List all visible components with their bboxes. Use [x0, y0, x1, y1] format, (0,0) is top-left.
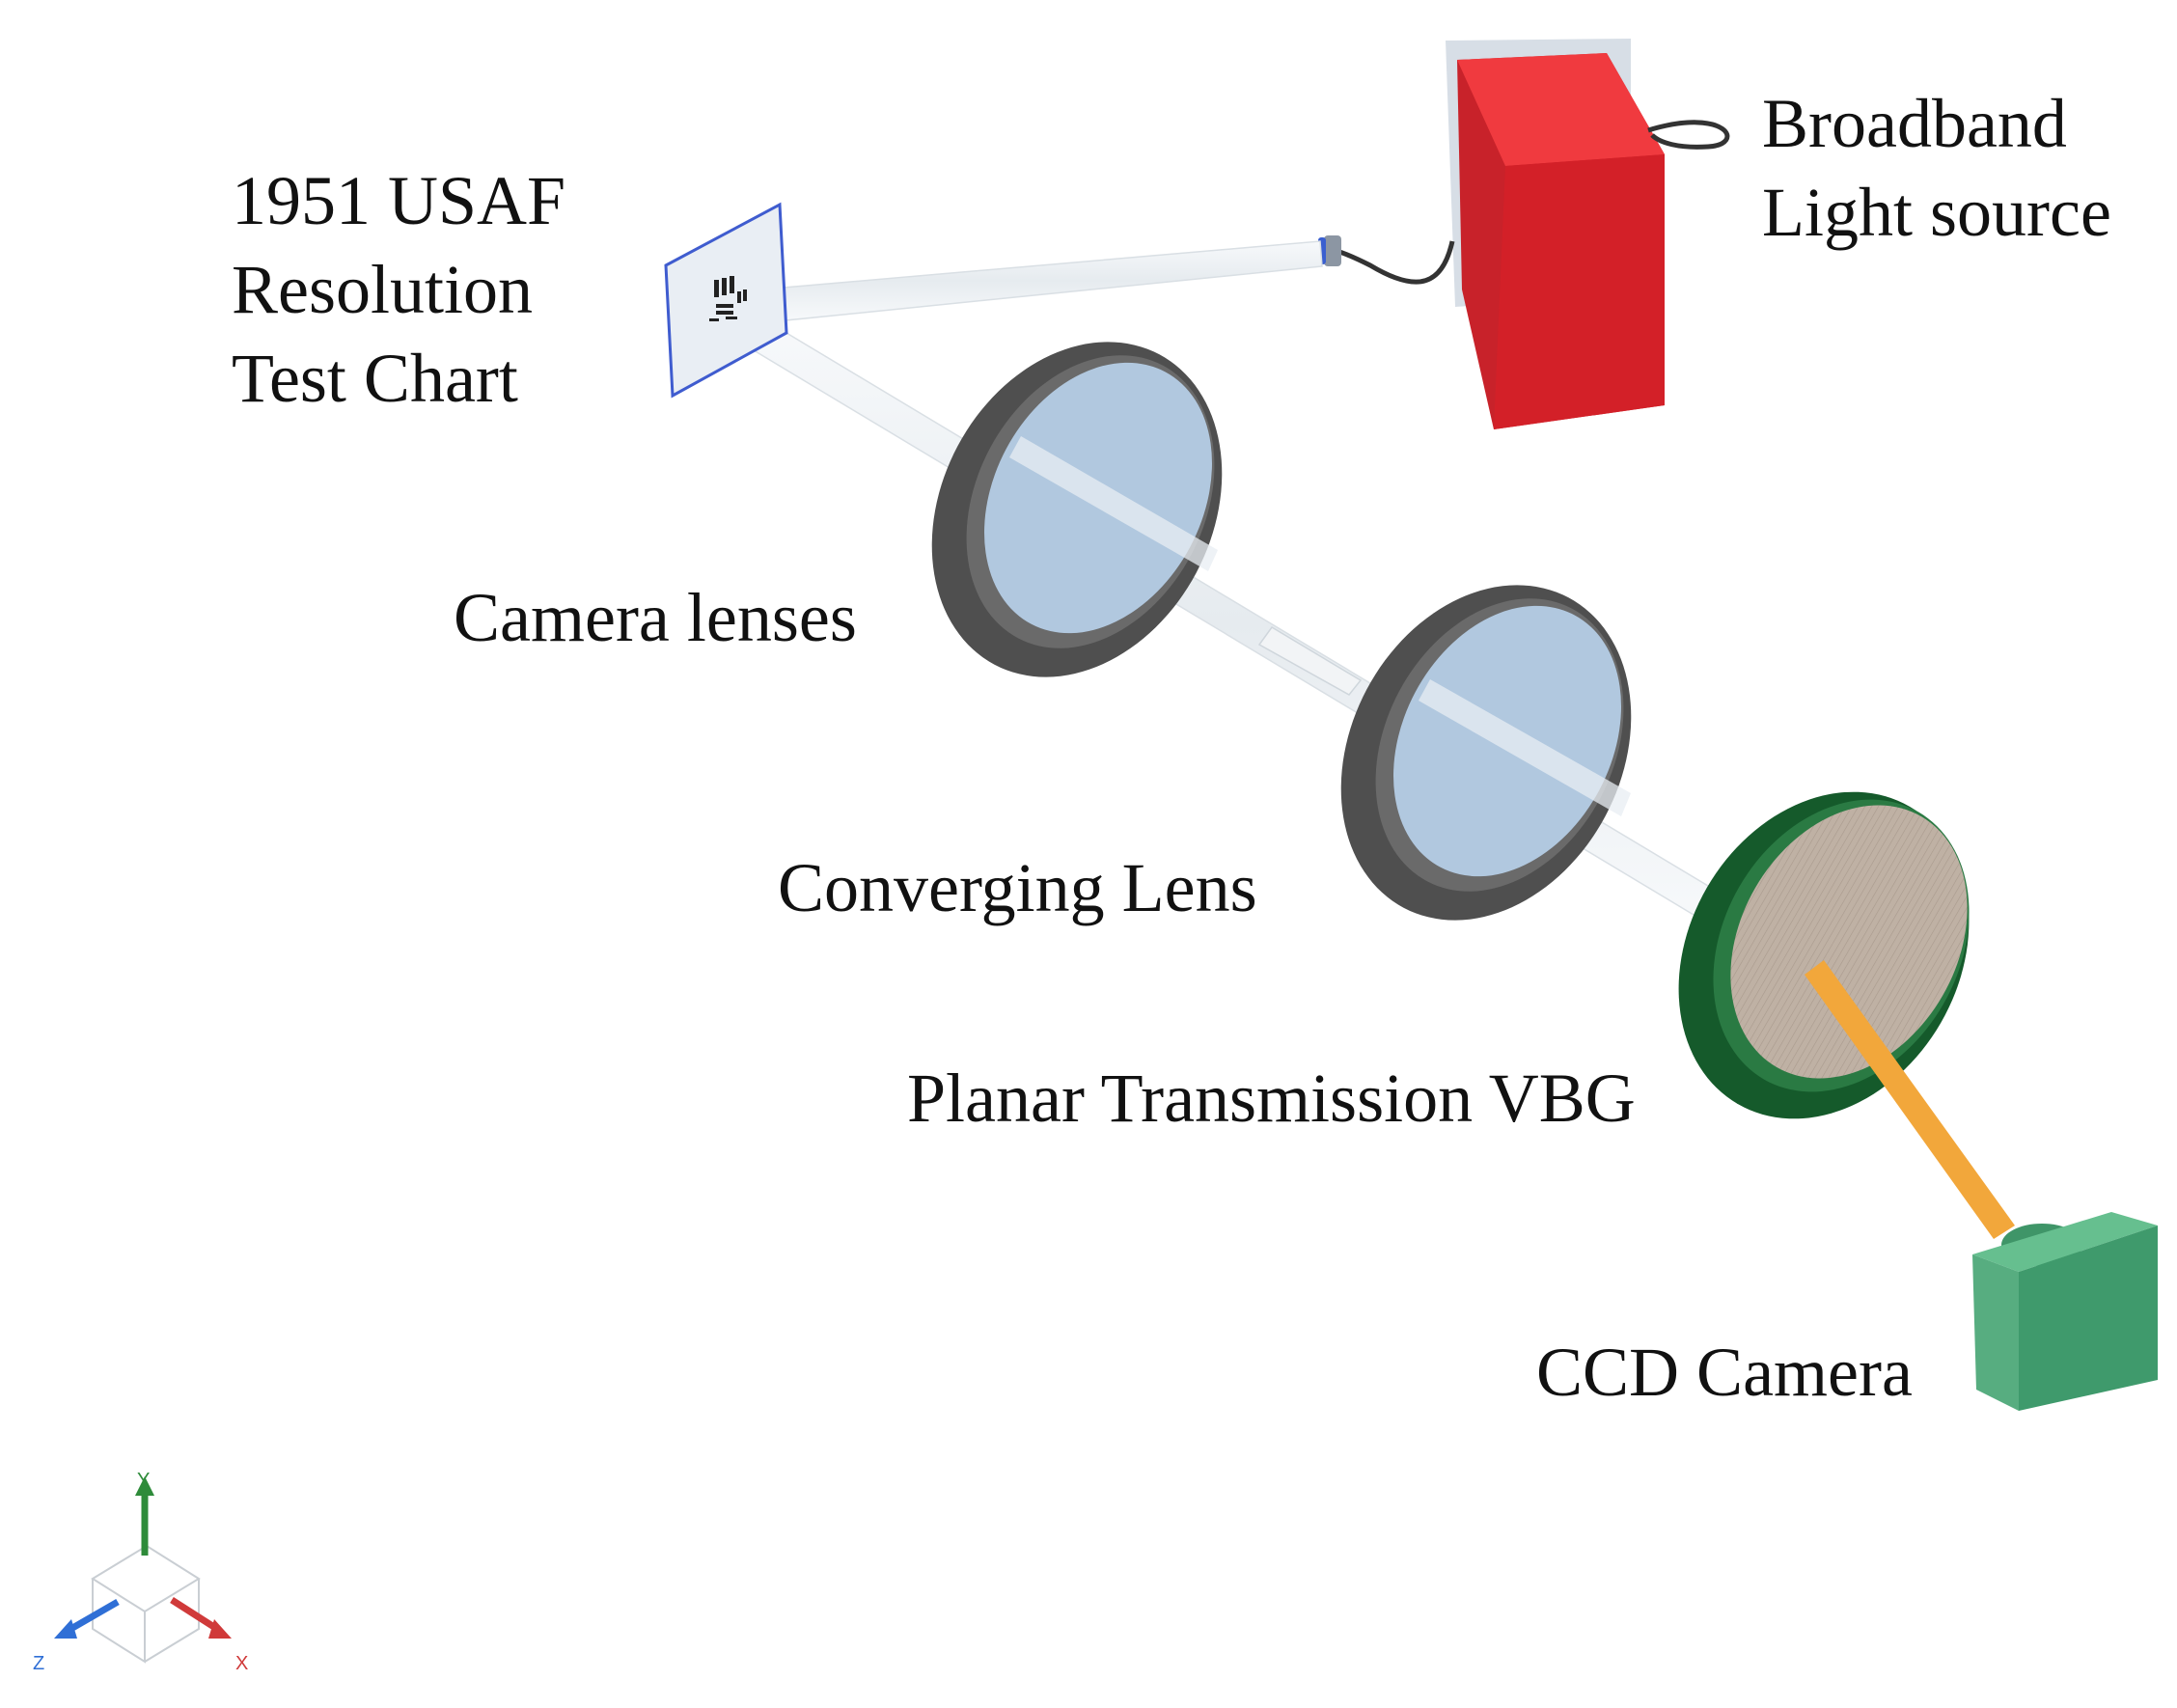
- converging-lens-label: Converging Lens: [778, 849, 1257, 926]
- camera-lenses-label: Camera lenses: [454, 579, 857, 656]
- vbg-label: Planar Transmission VBG: [907, 1060, 1636, 1137]
- ccd-camera: [1972, 1212, 2158, 1411]
- coordinate-triad-icon: [54, 1476, 232, 1664]
- z-axis-arrowhead: [54, 1619, 77, 1639]
- triad-x-label: X: [235, 1653, 249, 1674]
- test-chart-label-line-1: 1951 USAF: [232, 162, 566, 239]
- triad-y-label: Y: [137, 1470, 151, 1491]
- triad-cube-top: [91, 1544, 201, 1613]
- light-source-label-line-1: Broadband: [1762, 85, 2067, 162]
- usaf-resolution-test-chart: [664, 202, 788, 399]
- source-beam: [783, 240, 1323, 321]
- converging-lens: [1340, 585, 1632, 921]
- broadband-light-source: [1318, 39, 1730, 429]
- test-chart-label-line-3: Test Chart: [232, 340, 518, 417]
- z-axis-arrow-shaft: [66, 1598, 120, 1635]
- beam-focus: [1257, 626, 1363, 696]
- triad-cube-left: [92, 1579, 146, 1664]
- triad-z-label: Z: [33, 1653, 45, 1674]
- light-source-cable: [1647, 120, 1730, 150]
- lens-beam-overlay: [1009, 436, 1218, 571]
- vbg-face: [1730, 805, 1968, 1079]
- chart-pattern: [709, 276, 747, 321]
- y-axis-arrowhead: [135, 1476, 154, 1496]
- x-axis-arrowhead: [208, 1619, 232, 1639]
- light-source-box-front: [1494, 154, 1665, 429]
- camera-front: [2019, 1226, 2158, 1411]
- test-chart-label-line-2: Resolution: [232, 251, 534, 328]
- fiber-connector: [1324, 235, 1341, 266]
- usaf-resolution-target-icon: [664, 202, 788, 399]
- ccd-camera-label: CCD Camera: [1536, 1334, 1913, 1411]
- ccd-camera-icon: [1972, 1254, 2019, 1411]
- planar-transmission-vbg: [1678, 791, 1970, 1119]
- camera-top: [1972, 1212, 2158, 1272]
- lens-beam-overlay: [1419, 679, 1631, 816]
- x-axis-arrow-shaft: [170, 1597, 222, 1634]
- diffracted-beam: [1805, 960, 2015, 1239]
- light-source-box-top: [1457, 53, 1665, 166]
- light-source-label: Broadband Light source: [1762, 79, 2111, 257]
- test-chart-label: 1951 USAF Resolution Test Chart: [232, 156, 565, 423]
- camera-lens-1: [931, 342, 1223, 677]
- triad-cube-right: [144, 1579, 200, 1663]
- fiber-cable: [1336, 240, 1455, 285]
- light-source-label-line-2: Light source: [1762, 174, 2111, 251]
